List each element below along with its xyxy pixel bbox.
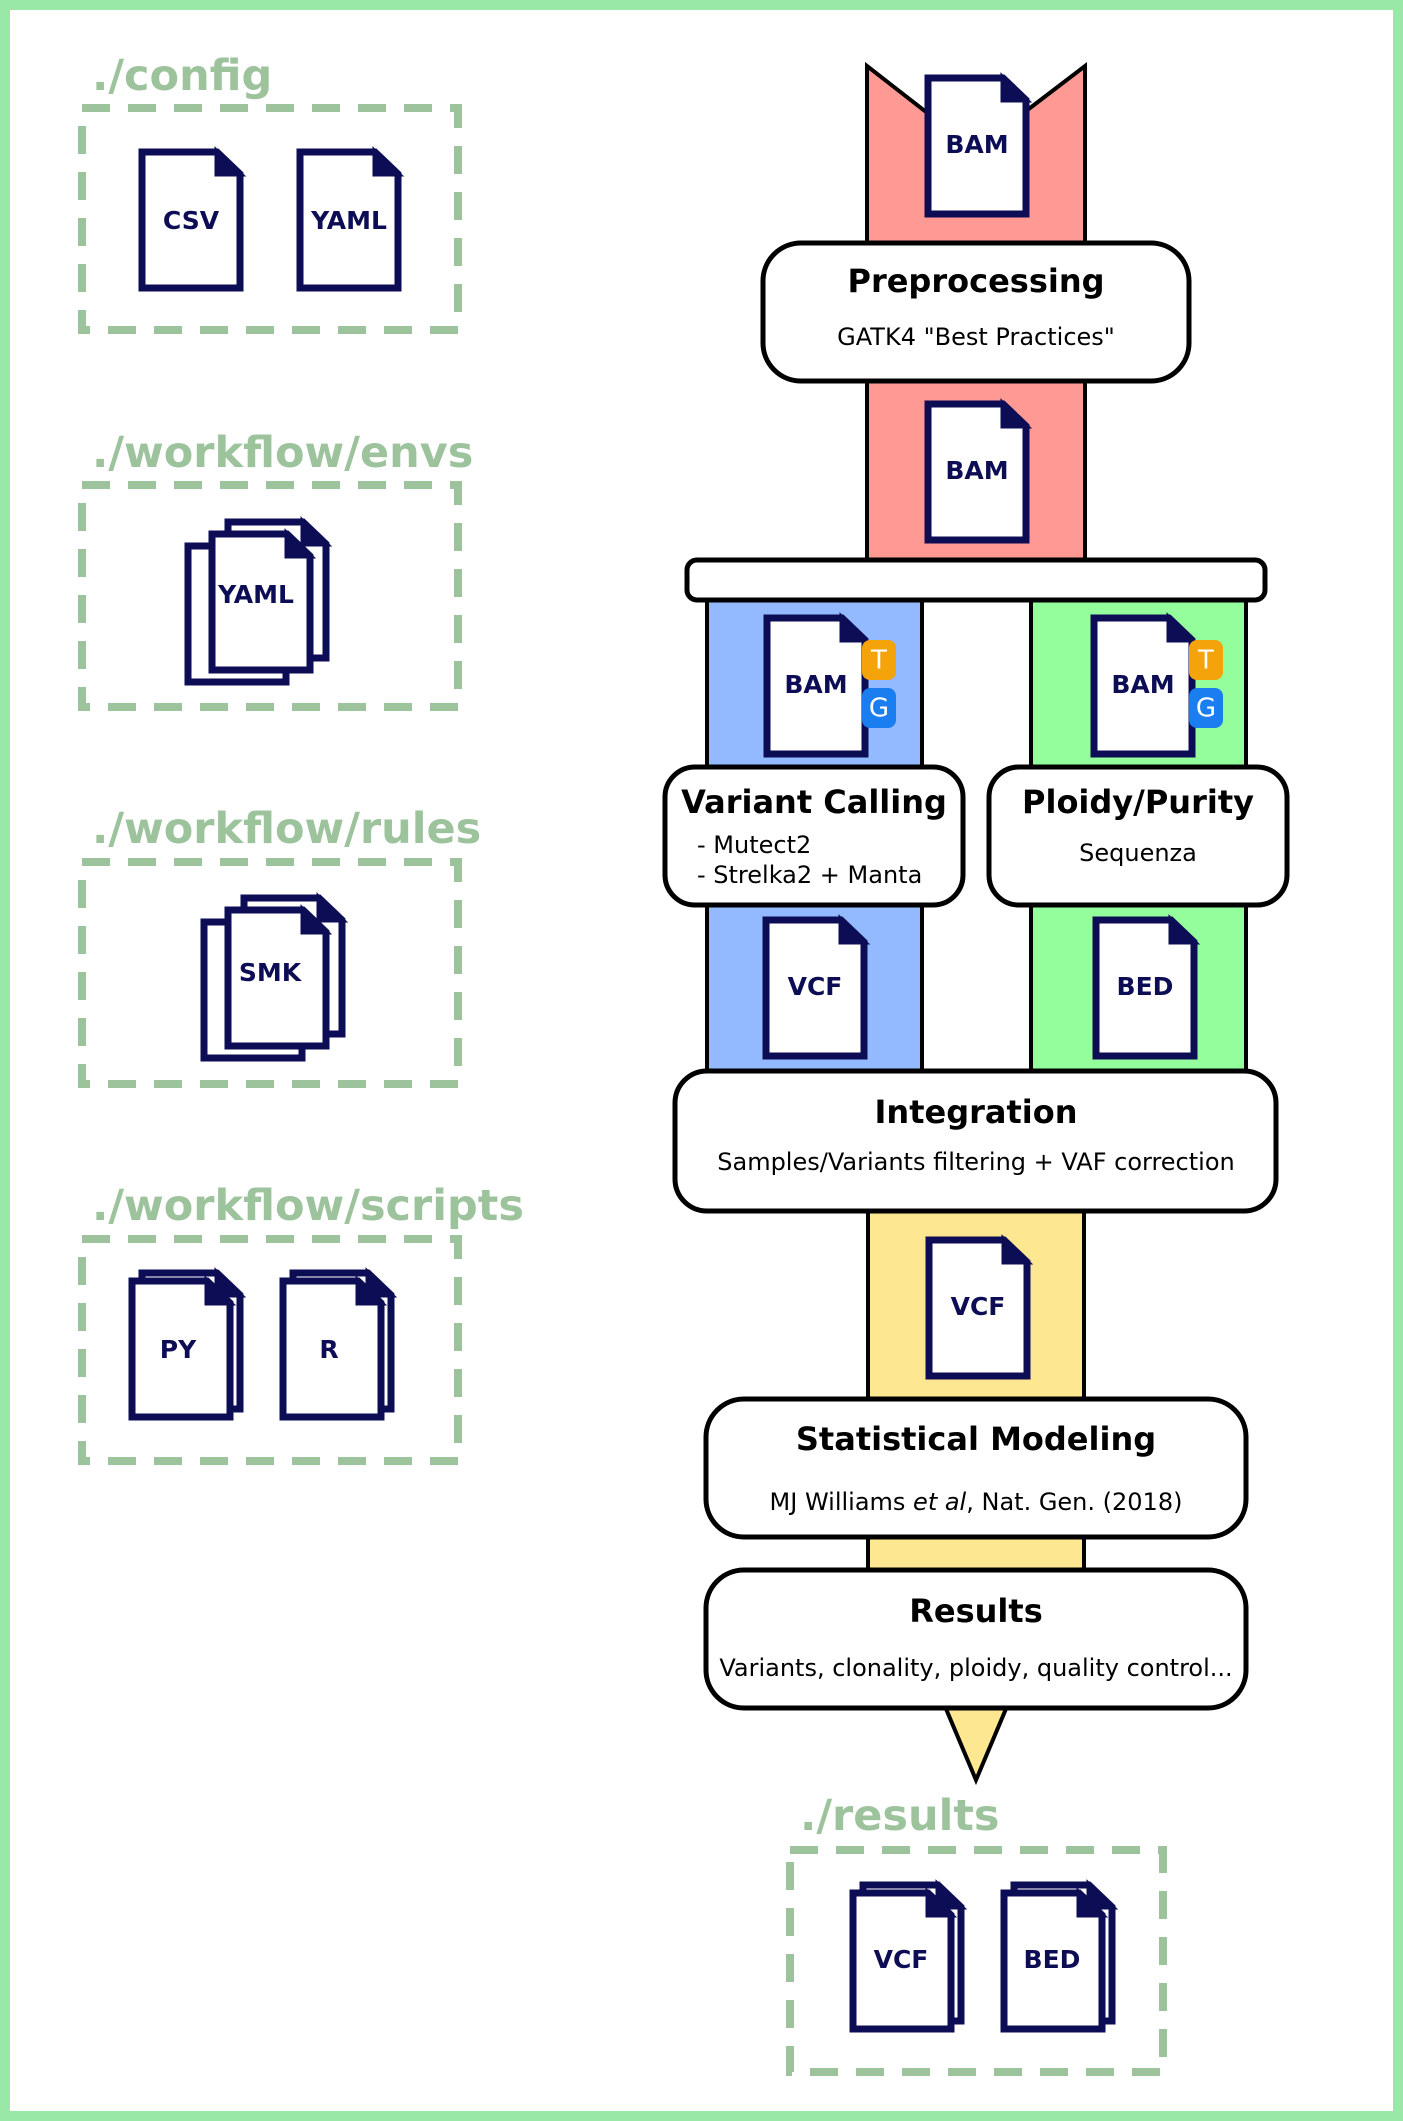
- file-label: CSV: [163, 206, 220, 235]
- svg-text:T: T: [1197, 646, 1214, 676]
- file-label: R: [319, 1335, 338, 1364]
- csv-file-icon: CSV: [142, 152, 240, 288]
- results-vcf-files-icon: VCF: [853, 1885, 961, 2029]
- preprocessing-subtitle: GATK4 "Best Practices": [837, 323, 1115, 351]
- results-box: Results Variants, clonality, ploidy, qua…: [703, 1567, 1249, 1711]
- tumor-tag: T: [1189, 640, 1223, 680]
- dir-envs: ./workflow/envs YAML: [78, 428, 473, 711]
- dir-rules-label: ./workflow/rules: [92, 804, 481, 854]
- variant-calling-line: - Mutect2: [697, 831, 811, 859]
- file-label: BAM: [945, 130, 1008, 159]
- dir-rules: ./workflow/rules SMK: [78, 804, 481, 1088]
- r-files-icon: R: [283, 1273, 391, 1417]
- file-label: BAM: [1111, 670, 1174, 699]
- vcf-file-icon: VCF: [766, 920, 864, 1056]
- preprocessing-box: Preprocessing GATK4 "Best Practices": [760, 240, 1192, 384]
- svg-text:G: G: [869, 694, 889, 724]
- split-bam-file-icon: BAM: [767, 618, 865, 754]
- integration-subtitle: Samples/Variants filtering + VAF correct…: [717, 1148, 1234, 1176]
- file-label: BED: [1117, 972, 1174, 1001]
- yaml-file-icon: YAML: [300, 152, 398, 288]
- py-files-icon: PY: [132, 1273, 240, 1417]
- file-label: VCF: [874, 1945, 929, 1974]
- ploidy-purity-subtitle: Sequenza: [1079, 839, 1197, 867]
- variant-calling-title: Variant Calling: [681, 783, 947, 821]
- split-bar: [684, 557, 1268, 603]
- file-label: PY: [160, 1335, 197, 1364]
- integration-title: Integration: [875, 1093, 1078, 1131]
- file-label: YAML: [217, 580, 294, 609]
- input-bam-file-icon: BAM: [928, 78, 1026, 214]
- file-label: SMK: [239, 958, 303, 987]
- dir-results: ./results VCF BED: [786, 1791, 1167, 2076]
- dir-scripts-label: ./workflow/scripts: [92, 1181, 524, 1231]
- file-label: YAML: [310, 206, 387, 235]
- tumor-tag: T: [862, 640, 896, 680]
- svg-text:G: G: [1196, 694, 1216, 724]
- bed-file-icon: BED: [1096, 920, 1194, 1056]
- statistical-modeling-box: Statistical Modeling MJ Williams et al, …: [703, 1396, 1249, 1540]
- results-title: Results: [909, 1592, 1042, 1630]
- file-label: BED: [1024, 1945, 1081, 1974]
- variant-calling-box: Variant Calling - Mutect2 - Strelka2 + M…: [662, 764, 966, 908]
- file-label: VCF: [951, 1292, 1006, 1321]
- dir-envs-label: ./workflow/envs: [92, 428, 473, 478]
- variant-calling-line: - Strelka2 + Manta: [697, 861, 922, 889]
- results-bed-files-icon: BED: [1004, 1885, 1112, 2029]
- file-label: BAM: [945, 456, 1008, 485]
- preprocessed-bam-file-icon: BAM: [928, 404, 1026, 540]
- preprocessing-title: Preprocessing: [847, 262, 1104, 300]
- integrated-vcf-file-icon: VCF: [929, 1240, 1027, 1376]
- dir-scripts: ./workflow/scripts PY R: [78, 1181, 524, 1465]
- ploidy-purity-title: Ploidy/Purity: [1022, 783, 1254, 821]
- ploidy-purity-box: Ploidy/Purity Sequenza: [986, 764, 1290, 908]
- integration-box: Integration Samples/Variants filtering +…: [672, 1068, 1279, 1214]
- dir-config-label: ./config: [92, 51, 272, 101]
- dir-config: ./config CSV YAML: [78, 51, 462, 334]
- file-label: VCF: [788, 972, 843, 1001]
- statistical-modeling-title: Statistical Modeling: [796, 1420, 1156, 1458]
- germline-tag: G: [862, 688, 896, 728]
- dir-results-label: ./results: [800, 1791, 1000, 1841]
- smk-files-icon: SMK: [204, 898, 342, 1058]
- statistical-modeling-subtitle: MJ Williams et al, Nat. Gen. (2018): [770, 1488, 1183, 1516]
- split-bam-file-icon: BAM: [1094, 618, 1192, 754]
- germline-tag: G: [1189, 688, 1223, 728]
- results-subtitle: Variants, clonality, ploidy, quality con…: [719, 1654, 1232, 1682]
- file-label: BAM: [784, 670, 847, 699]
- svg-text:T: T: [870, 646, 887, 676]
- yaml-files-icon: YAML: [188, 522, 326, 682]
